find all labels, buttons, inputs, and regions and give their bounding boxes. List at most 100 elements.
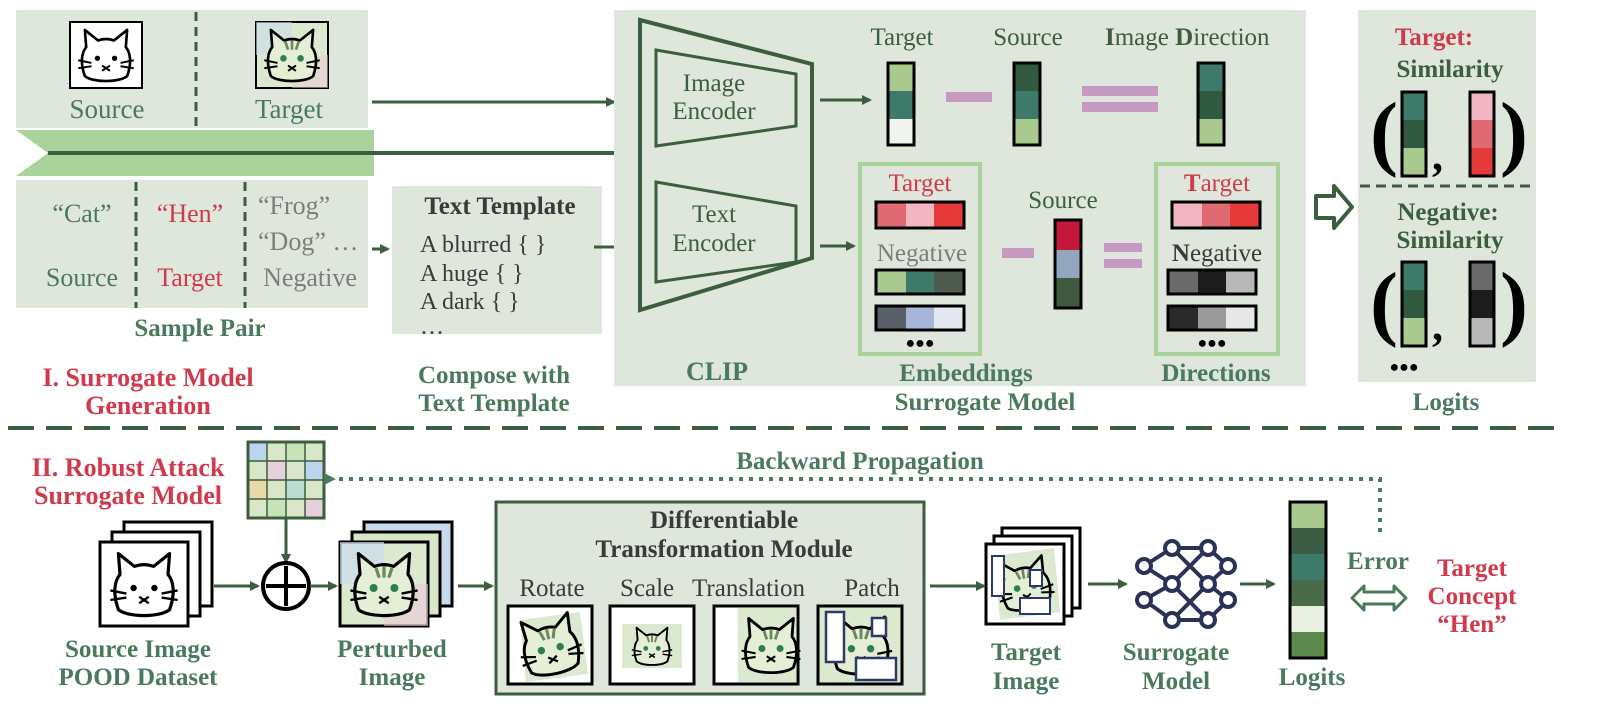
- word-hen: “Hen”: [157, 199, 223, 228]
- hollow-arrow-icon: [1314, 184, 1354, 230]
- patch-label: Patch: [844, 575, 900, 602]
- col-target-label: Target: [870, 24, 933, 51]
- image-encoder-shape: [654, 48, 798, 148]
- logits-dots: ●●●: [1390, 359, 1419, 376]
- emb-negative-label: Negative: [877, 240, 967, 267]
- perturbed-image-caption: Perturbed: [337, 636, 447, 663]
- text-pair-box: [16, 180, 368, 308]
- col-direction-label: Image Direction: [1105, 24, 1270, 51]
- dir-negative-vector-1: [1166, 268, 1258, 296]
- text-encoder-shape: [654, 180, 798, 284]
- equals-sign-2-top: [1104, 243, 1142, 252]
- image-encoder-label: Image: [683, 70, 745, 97]
- emb-source-vector: [1053, 218, 1083, 310]
- target-similarity-title: Target:: [1395, 24, 1473, 51]
- backward-propagation-arrow: [324, 473, 1382, 532]
- emb-target-label: Target: [888, 170, 951, 197]
- target-logit-image-vector: [1400, 90, 1428, 178]
- source-image-caption-line2: POOD Dataset: [59, 664, 219, 691]
- row-source: Source: [46, 263, 118, 292]
- patch-example: [816, 604, 904, 686]
- translation-example: [712, 604, 802, 686]
- rotate-example: [506, 604, 594, 686]
- surrogate-model-caption: Surrogate Model: [895, 389, 1076, 416]
- minus-sign-2: [1002, 248, 1034, 258]
- clip-panel: Image Encoder Text Encoder CLIP Target S…: [614, 10, 1306, 387]
- surrogate-caption: Surrogate: [1123, 639, 1229, 666]
- minus-sign: [946, 92, 992, 102]
- target-logit-text-vector: [1468, 90, 1496, 178]
- logits-caption: Logits: [1413, 389, 1480, 416]
- negative-logit-text-vector: [1468, 260, 1496, 348]
- stage1-title-line2: Generation: [85, 391, 211, 420]
- word-dog: “Dog” …: [258, 227, 358, 256]
- directions-caption: Directions: [1161, 360, 1271, 387]
- target-similarity-sub: Similarity: [1397, 56, 1504, 83]
- target-comma: ,: [1432, 131, 1443, 180]
- dir-target-vector: [1170, 200, 1262, 230]
- image-direction-vector: [1196, 61, 1226, 147]
- clip-caption: CLIP: [686, 357, 748, 386]
- target-image-caption-line2: Image: [993, 668, 1060, 695]
- negative-close-paren: ): [1500, 256, 1528, 349]
- text-template-box: [392, 186, 602, 334]
- sample-pair-caption: Sample Pair: [134, 315, 265, 342]
- scale-label: Scale: [620, 575, 674, 602]
- perturbed-image-stack: [338, 520, 454, 628]
- equals-sign-2-bottom: [1104, 259, 1142, 268]
- text-template-title: Text Template: [424, 193, 575, 220]
- perturbation-grid: [246, 440, 326, 520]
- emb-dots: ●●●: [906, 335, 935, 352]
- equals-sign-top: [1082, 86, 1158, 96]
- dir-negative-vector-2: [1166, 304, 1258, 332]
- clip-trapezoid: [638, 17, 814, 313]
- embeddings-frame: [858, 162, 982, 356]
- scale-example: [608, 604, 696, 686]
- emb-negative-vector-1: [874, 268, 966, 296]
- word-frog: “Frog”: [258, 191, 330, 220]
- compose-caption: Compose with: [418, 362, 570, 389]
- stage2-title-line2: Surrogate Model: [34, 481, 222, 510]
- rotate-label: Rotate: [519, 575, 584, 602]
- dir-dots: ●●●: [1198, 335, 1227, 352]
- perturbed-image-caption-line2: Image: [359, 664, 426, 691]
- image-source-vector: [1012, 61, 1042, 147]
- stage2-title: II. Robust Attack: [32, 453, 225, 482]
- double-arrow-icon: [1350, 584, 1408, 612]
- stage1-title: I. Surrogate Model: [42, 363, 253, 392]
- template-line-2: A huge { }: [420, 261, 524, 287]
- source-image-stack: [98, 520, 214, 628]
- embeddings-caption: Embeddings: [899, 360, 1033, 387]
- source-image-caption: Source Image: [65, 636, 211, 663]
- template-line-3: A dark { }: [420, 289, 520, 315]
- dtm-panel: Differentiable Transformation Module Rot…: [494, 500, 926, 696]
- text-encoder-label-line2: Encoder: [672, 230, 756, 257]
- dtm-title-line2: Transformation Module: [595, 536, 852, 563]
- template-line-4: …: [420, 314, 444, 340]
- equals-sign-bottom: [1082, 102, 1158, 112]
- image-encoder-label-line2: Encoder: [672, 98, 756, 125]
- error-label: Error: [1347, 548, 1409, 575]
- concept-label-line2: Concept: [1428, 583, 1518, 610]
- negative-open-paren: (: [1370, 256, 1398, 349]
- logits-label: Logits: [1279, 664, 1346, 691]
- negative-logit-image-vector: [1400, 260, 1428, 348]
- negative-similarity-title: Negative:: [1397, 199, 1498, 226]
- text-encoder-label: Text: [692, 201, 736, 228]
- negative-comma: ,: [1432, 301, 1443, 350]
- dir-negative-label: Negative: [1172, 240, 1262, 267]
- directions-frame: [1154, 162, 1280, 356]
- negative-similarity-sub: Similarity: [1397, 227, 1504, 254]
- sample-pair-panel: Source Target “Cat” “Hen” “Frog” “Dog” ……: [16, 10, 1300, 342]
- row-target: Target: [157, 263, 223, 292]
- emb-negative-vector-2: [874, 304, 966, 332]
- surrogate-caption-line2: Model: [1142, 668, 1210, 695]
- emb-source-label: Source: [1028, 187, 1097, 214]
- logits-vector: [1288, 500, 1328, 660]
- image-target-vector: [886, 61, 916, 147]
- template-line-1: A blurred { }: [420, 232, 546, 258]
- target-close-paren: ): [1500, 86, 1528, 179]
- dtm-title: Differentiable: [650, 507, 798, 534]
- col-source-label: Source: [993, 24, 1062, 51]
